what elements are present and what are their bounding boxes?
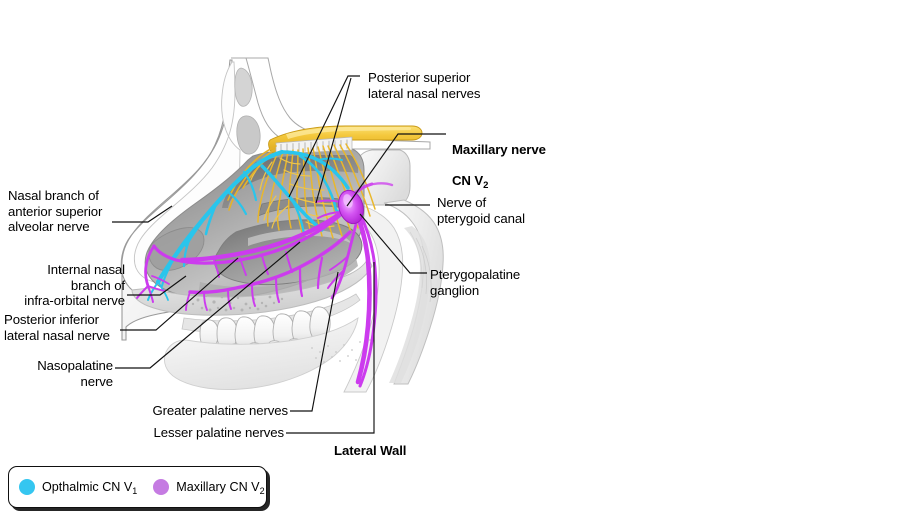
hard-palate-maxilla (131, 256, 373, 316)
legend-label-ophthalmic-text: Opthalmic CN V (42, 479, 133, 494)
label-pterygopalatine-ganglion: Pterygopalatine ganglion (430, 267, 521, 298)
magenta-main-lateral-trunk (179, 203, 353, 263)
label-posterior-superior-lateral-nasal-nerves: Posterior superior lateral nasal nerves (368, 70, 481, 101)
post-inf-lateral-nasal-b (261, 255, 269, 275)
label-greater-palatine-nerves: Greater palatine nerves (152, 403, 288, 418)
leader-lesser-palatine (286, 262, 375, 434)
olfactory-band-highlight (286, 127, 412, 139)
leader-maxillary-nerve (346, 133, 446, 207)
nasopalatine-nerve-path (152, 206, 350, 265)
superior-meatus-shadow (222, 155, 359, 208)
cyan-branch-a (204, 202, 218, 236)
cyan-branch-h (226, 190, 248, 216)
label-maxillary-nerve-line1: Maxillary nerve (452, 141, 546, 157)
legend-label-maxillary-sub: 2 (259, 485, 265, 496)
magenta-anterior-arbor-d (151, 275, 170, 285)
legend-label-maxillary-text: Maxillary CN V (176, 479, 260, 494)
lesser-palatine-branch-a (327, 269, 345, 289)
label-maxillary-nerve: Maxillary nerve CN V2 (452, 126, 546, 192)
lesser-palatine-branch-b (329, 255, 349, 271)
leader-posterior-inferior-lateral (120, 257, 239, 331)
ethmoid-island-upper (234, 67, 253, 107)
legend-entry-ophthalmic: Opthalmic CN V1 (19, 479, 138, 496)
tongue-oral-soft-tissue (164, 317, 359, 390)
ethmoid-island-lower (236, 115, 261, 155)
inferior-turbinate-highlight (248, 229, 352, 246)
magenta-descending-trunk-2 (358, 212, 378, 388)
label-lateral-wall: Lateral Wall (334, 443, 407, 458)
leader-nasal-branch-asa (112, 205, 173, 223)
greater-palatine-branch-e (227, 289, 232, 310)
legend: Opthalmic CN V1 Maxillary CN V2 (8, 466, 267, 508)
cyan-branch-j (317, 157, 343, 161)
leader-greater-palatine (290, 271, 339, 412)
pharyngeal-wall-shade (389, 226, 431, 383)
legend-dot-maxillary-icon (153, 479, 170, 495)
label-maxillary-cn-sub: 2 (483, 180, 489, 192)
greater-palatine-branch-g (185, 291, 191, 311)
leader-nasopalatine (115, 241, 301, 369)
leader-pterygopalatine-ganglion (359, 213, 427, 274)
legend-label-ophthalmic: Opthalmic CN V1 (42, 479, 138, 496)
label-nerve-of-pterygoid-canal: Nerve of pterygoid canal (437, 195, 525, 226)
cyan-branch-i (242, 170, 258, 202)
cyan-branch-f (147, 281, 159, 301)
magenta-sphenopalatine-fan-b (315, 199, 341, 203)
magenta-anterior-arbor-c (147, 285, 166, 292)
leader-lines-group (112, 75, 446, 434)
legend-entry-maxillary: Maxillary CN V2 (153, 479, 265, 496)
legend-label-ophthalmic-sub: 1 (132, 485, 138, 496)
inferior-meatus-floor (198, 258, 358, 301)
cyan-branch-c (182, 236, 192, 268)
leader-posterior-superior-lateral-1 (288, 75, 360, 198)
leader-internal-nasal-branch (127, 275, 187, 296)
magenta-anterior-arbor-a (136, 285, 149, 299)
sphenoid-magenta-wisp (372, 182, 394, 187)
label-internal-nasal-branch-of-infra-orbital-nerve: Internal nasal branch of infra-orbital n… (24, 262, 125, 309)
post-inf-lateral-nasal-d (213, 259, 220, 278)
greater-palatine-branch-f (203, 291, 208, 311)
label-maxillary-nerve-cn: CN V2 (452, 172, 489, 192)
frontal-bone-block (231, 57, 431, 150)
label-maxillary-cn-text: CN V (452, 172, 484, 188)
nasopalatine-terminal (144, 244, 156, 288)
legend-label-maxillary: Maxillary CN V2 (176, 479, 265, 496)
greater-palatine-trunk (188, 230, 352, 295)
label-nasal-branch-of-anterior-superior-alveolar-nerve: Nasal branch of anterior superior alveol… (8, 188, 103, 235)
post-inf-lateral-nasal-c (239, 257, 247, 276)
label-lesser-palatine-nerves: Lesser palatine nerves (153, 425, 285, 440)
cyan-mid-arch-branch (290, 198, 306, 236)
pterygoid-plate-bone (383, 199, 444, 385)
posterior-soft-tissue-hatching (409, 231, 432, 303)
greater-palatine-branch-a (316, 256, 324, 290)
label-nasopalatine-nerve: Nasopalatine nerve (37, 358, 113, 389)
legend-dot-ophthalmic-icon (19, 479, 35, 495)
greater-palatine-branch-d (251, 284, 256, 307)
cyan-branch-e (161, 261, 173, 287)
pterygopalatine-ganglion-body (338, 189, 364, 225)
magenta-posterior-descending-trunk (353, 209, 372, 385)
greater-palatine-branch-c (274, 276, 281, 304)
leader-posterior-superior-lateral-2 (315, 77, 352, 204)
magenta-anterior-arbor-b (147, 285, 154, 303)
label-posterior-inferior-lateral-nasal-nerve: Posterior inferior lateral nasal nerve (4, 312, 110, 343)
greater-palatine-branch-b (298, 266, 304, 298)
